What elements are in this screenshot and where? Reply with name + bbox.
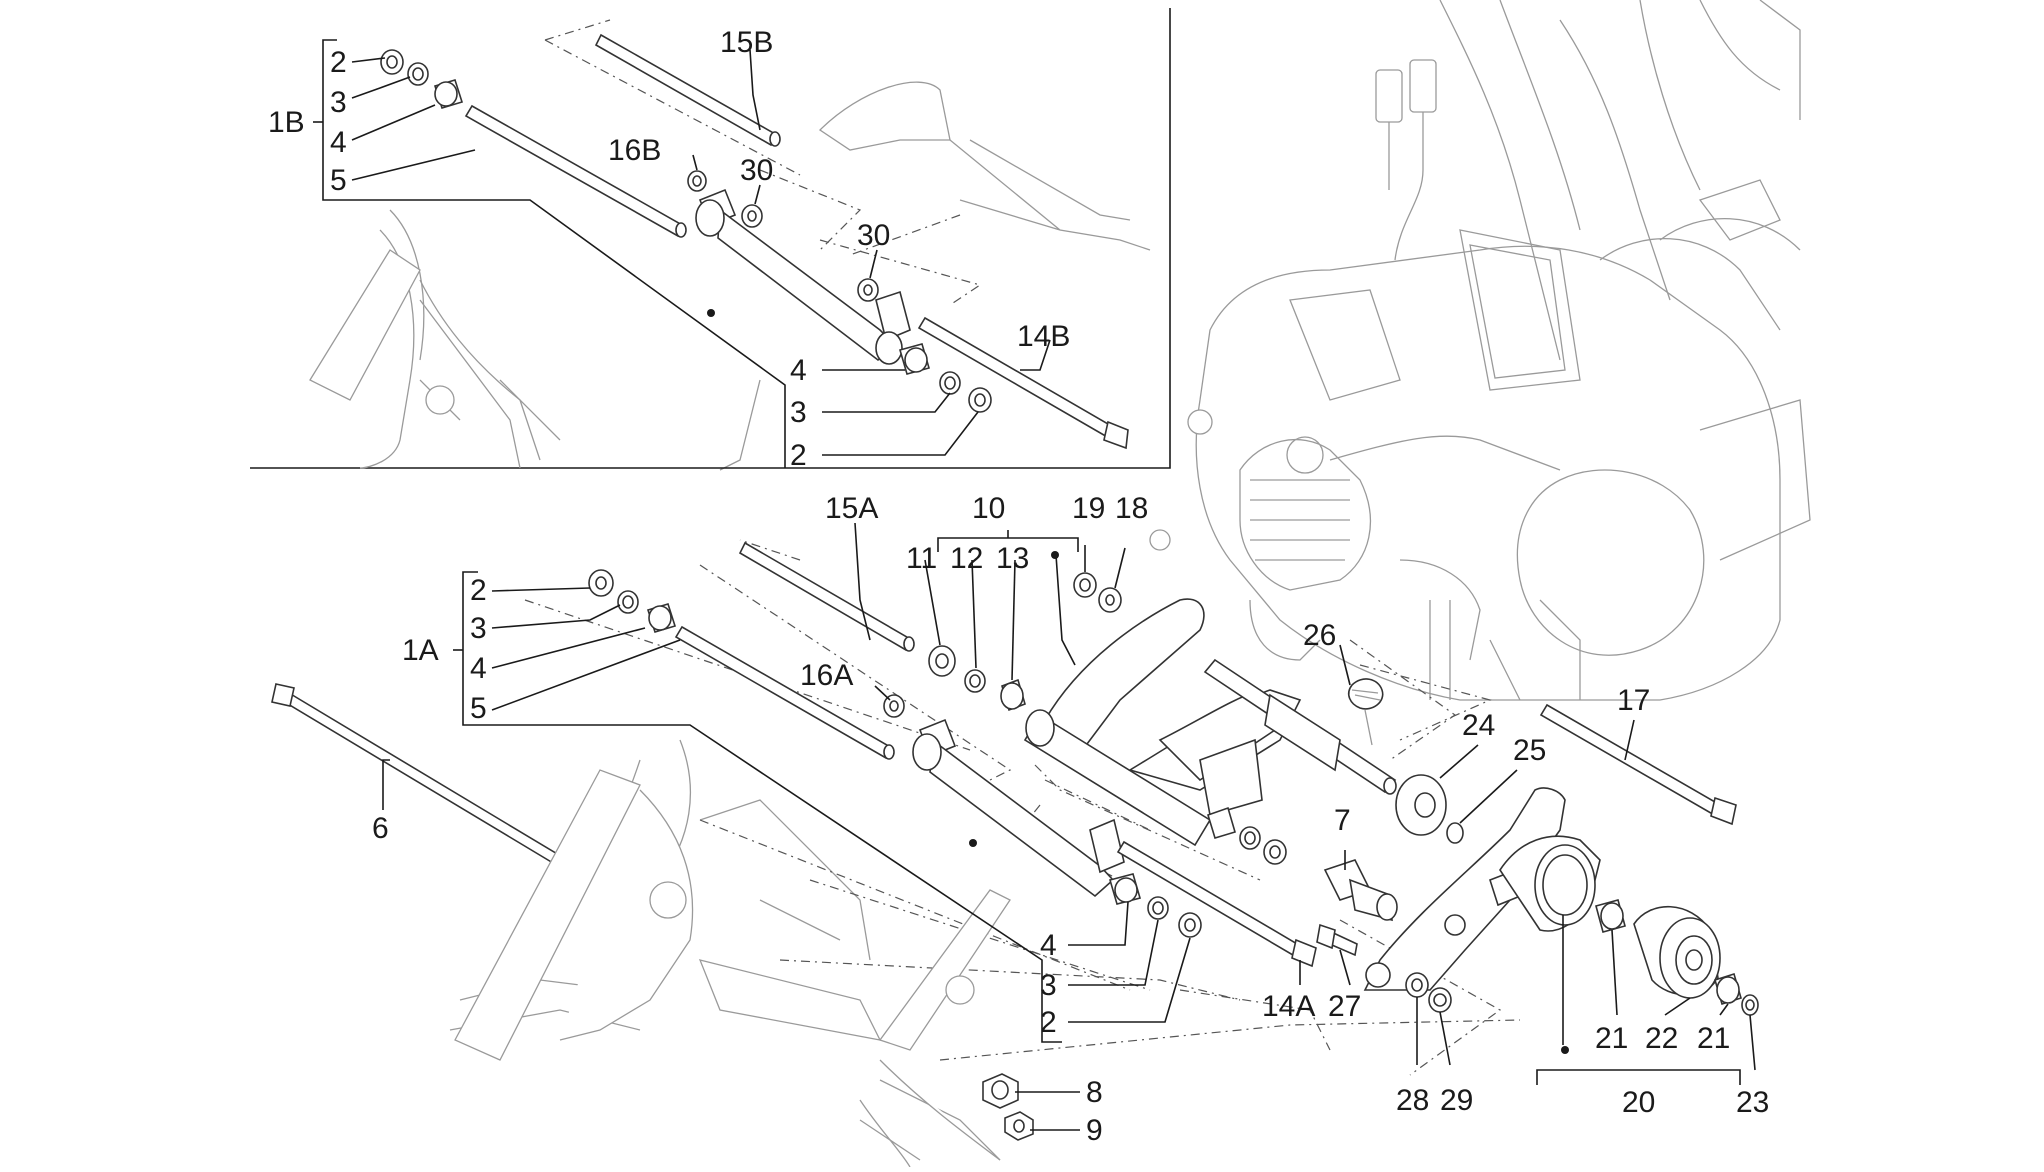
label-21-right: 21 [1697,1022,1730,1055]
label-15A: 15A [825,492,878,525]
assembly-guide-lines [524,19,1521,1076]
label-27: 27 [1328,990,1361,1023]
label-22: 22 [1645,1022,1678,1055]
label-10: 10 [972,492,1005,525]
label-8: 8 [1086,1076,1103,1109]
label-3-main-top: 3 [470,612,487,645]
stand-outlines [309,229,1011,1168]
label-26: 26 [1303,619,1336,652]
label-19: 19 [1072,492,1105,525]
label-5-inset: 5 [330,164,347,197]
label-15B: 15B [720,26,773,59]
label-30-upper: 30 [740,154,773,187]
label-13: 13 [996,542,1029,575]
reference-dots [707,309,1569,1054]
label-2-main-bottom: 2 [1040,1006,1057,1039]
label-3-inset-bottom: 3 [790,396,807,429]
inset-frame [250,8,1171,469]
label-6: 6 [372,812,389,845]
label-2-main-top: 2 [470,574,487,607]
label-30-lower: 30 [857,219,890,252]
label-3-inset-top: 3 [330,86,347,119]
label-1A: 1A [402,634,439,667]
label-25: 25 [1513,734,1546,767]
inset-parts-1B [380,33,1129,450]
label-2-inset-top: 2 [330,46,347,79]
label-20: 20 [1622,1086,1655,1119]
label-11: 11 [906,542,937,575]
label-14B: 14B [1017,320,1070,353]
label-12: 12 [950,542,983,575]
label-4-main-top: 4 [470,652,487,685]
label-4-inset-bottom: 4 [790,354,807,387]
label-16A: 16A [800,659,853,692]
label-29: 29 [1440,1084,1473,1117]
label-4-inset-top: 4 [330,126,347,159]
callout-labels: 1B 2 3 4 5 15B 16B 30 30 14B 4 3 2 15A 1… [268,26,1769,1147]
label-2-inset-bottom: 2 [790,439,807,472]
label-21-left: 21 [1595,1022,1628,1055]
label-16B: 16B [608,134,661,167]
label-9: 9 [1086,1114,1103,1147]
label-17: 17 [1617,684,1650,717]
label-23: 23 [1736,1086,1769,1119]
label-28: 28 [1396,1084,1429,1117]
label-14A: 14A [1262,990,1315,1023]
label-24: 24 [1462,709,1495,742]
main-parts [271,541,1759,1141]
label-4-main-bottom: 4 [1040,929,1057,962]
label-7: 7 [1334,804,1351,837]
leader-lines [313,39,1756,1131]
label-1B: 1B [268,106,305,139]
label-3-main-bottom: 3 [1040,969,1057,1002]
label-18: 18 [1115,492,1148,525]
label-5-main: 5 [470,692,487,725]
